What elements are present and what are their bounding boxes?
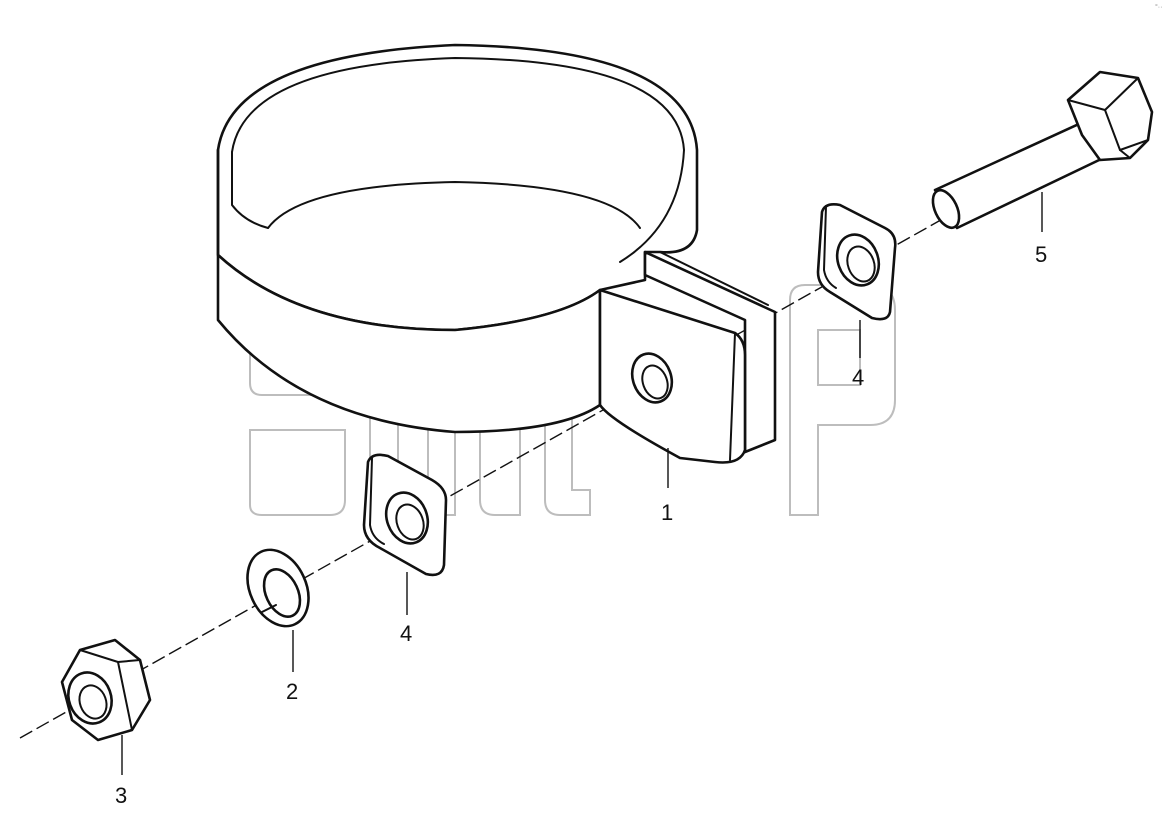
clamp-hole [630, 352, 674, 404]
lock-washer [246, 548, 310, 628]
callout-plate-washer-front: 4 [400, 621, 412, 646]
callout-nut: 3 [115, 783, 127, 808]
corner-mark: °·· [1155, 3, 1162, 11]
plate-washer-back [816, 203, 897, 321]
callout-plate-washer-back: 4 [852, 365, 864, 390]
assembly-axis [19, 211, 956, 739]
callout-clamp: 1 [661, 500, 673, 525]
hex-bolt [931, 70, 1154, 230]
callout-bolt: 5 [1035, 242, 1047, 267]
pipe-clamp [216, 43, 777, 464]
callout-lock-washer: 2 [286, 679, 298, 704]
plate-washer-front [362, 453, 448, 577]
hex-nut [60, 638, 152, 742]
